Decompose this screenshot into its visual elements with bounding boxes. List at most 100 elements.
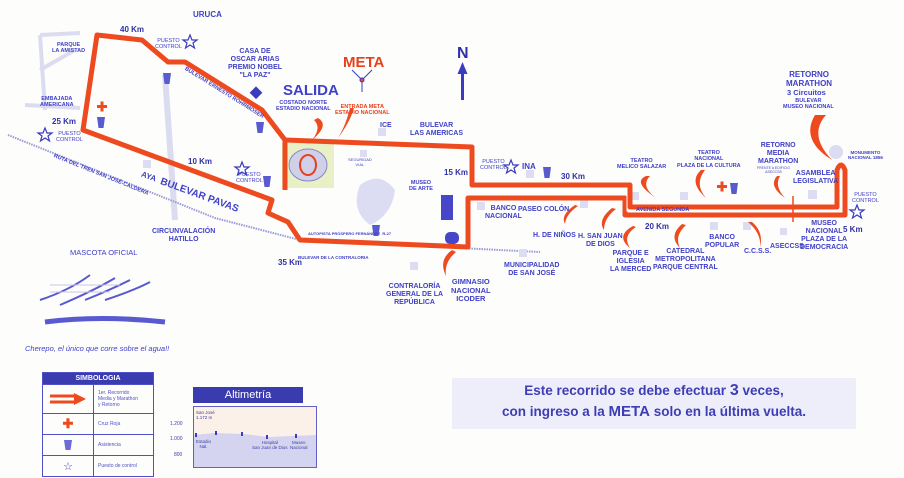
building-cluster bbox=[441, 195, 459, 244]
legend-title: SIMBOLOGIA bbox=[43, 373, 153, 384]
north-arrow-icon bbox=[457, 62, 468, 100]
star-icon bbox=[36, 33, 866, 220]
legend-label: Cruz Roja bbox=[98, 421, 121, 427]
label-contraloria: CONTRALORÍA GENERAL DE LA REPÚBLICA bbox=[386, 283, 444, 307]
label-museo-nacional: MUSEO NACIONAL PLAZA DE LA DEMOCRACIA bbox=[800, 220, 849, 252]
profile-point: Museo Nacional bbox=[290, 440, 308, 450]
street-bulevar-contraloria: BULEVAR DE LA CONTRALORIA bbox=[298, 255, 369, 260]
legend-item: ☆ Puesto de control bbox=[43, 455, 153, 476]
label-hospital-ninos: H. DE NIÑOS bbox=[533, 232, 576, 239]
km-15: 15 Km bbox=[444, 168, 469, 177]
label-teatro-nacional: TEATRO NACIONAL PLAZA DE LA CULTURA bbox=[677, 150, 741, 169]
street-autopista-r27: AUTOPISTA PRÓSPERO FERNÁNDEZ R-27 bbox=[308, 231, 392, 236]
msg-pre: Este recorrido se debe efectuar bbox=[524, 383, 730, 398]
label-parque-la-amistad: PARQUE LA AMISTAD bbox=[52, 42, 86, 55]
label-ice: ICE bbox=[380, 122, 392, 129]
legend-item: ✚ Cruz Roja bbox=[43, 413, 153, 434]
msg-times: 3 bbox=[729, 382, 739, 399]
callout-arrows bbox=[312, 108, 832, 276]
mascot-illustration bbox=[39, 274, 166, 325]
estadio-nacional bbox=[282, 143, 334, 188]
label-ina: INA bbox=[522, 162, 536, 171]
north-label: N bbox=[457, 45, 469, 62]
km-35: 35 Km bbox=[278, 258, 303, 267]
km-40: 40 Km bbox=[120, 25, 145, 34]
street-avenida-segunda: AVENIDA SEGUNDA bbox=[636, 207, 690, 213]
label-uruca: URUCA bbox=[193, 10, 222, 19]
label-circunvalacion: CIRCUNVALACIÓN HATILLO bbox=[152, 228, 216, 244]
water-cup-icon bbox=[64, 440, 72, 450]
route-instructions: Este recorrido se debe efectuar 3 veces,… bbox=[452, 378, 856, 429]
landmark-blocks bbox=[143, 128, 843, 270]
route-arrow-icon bbox=[50, 393, 86, 405]
label-hospital-san-juan: H. SAN JUAN DE DIOS bbox=[578, 233, 623, 249]
elevation-profile bbox=[194, 431, 316, 467]
checkpoint-label: PUESTO CONTROL bbox=[155, 38, 182, 51]
label-aseccss: ASECCSS bbox=[770, 243, 804, 250]
label-salida-location: COSTADO NORTE ESTADIO NACIONAL bbox=[276, 100, 331, 113]
label-teatro-melico: TEATRO MELICO SALAZAR bbox=[617, 158, 667, 171]
legend-simbologia: SIMBOLOGIA 1er. Recorrido Media y Marath… bbox=[42, 372, 154, 477]
km-5: 5 Km bbox=[843, 225, 863, 234]
altimetry-plot: San José 1.172 m Estadio Nal. Hospital S… bbox=[193, 406, 317, 468]
label-3-circuitos: 3 Circuitos bbox=[787, 88, 826, 97]
altimetry-panel: Altimetría 1.200 1.000 800 San José 1.17… bbox=[170, 387, 317, 468]
label-retorno-media-location: FRENTE A EDIFICIO ASECCSS bbox=[757, 166, 791, 175]
checkpoint-label: PUESTO CONTROL bbox=[56, 131, 83, 144]
label-municipalidad: MUNICIPALIDAD DE SAN JOSÉ bbox=[504, 262, 560, 278]
y-tick: 1.200 bbox=[170, 421, 183, 427]
street-paseo-colon: PASEO COLÓN bbox=[518, 206, 570, 213]
label-la-merced: PARQUE E IGLESIA LA MERCED bbox=[610, 250, 652, 274]
legend-item: Asistencia bbox=[43, 434, 153, 455]
checkpoint-label: PUESTO CONTROL bbox=[236, 172, 263, 185]
label-catedral: CATEDRAL METROPOLITANA PARQUE CENTRAL bbox=[653, 248, 718, 272]
label-bulevar-museo-nacional: BULEVAR MUSEO NACIONAL bbox=[783, 98, 834, 111]
profile-point: Estadio Nal. bbox=[196, 439, 212, 449]
label-gimnasio-nacional: GIMNASIO NACIONAL ICODER bbox=[451, 277, 491, 304]
star-icon: ☆ bbox=[63, 460, 73, 473]
meta-finish-icon bbox=[351, 69, 373, 92]
legend-item: 1er. Recorrido Media y Marathon y Retorn… bbox=[43, 384, 153, 413]
label-monumento-nacional: MONUMENTO NACIONAL 1856 bbox=[848, 150, 883, 161]
km-10: 10 Km bbox=[188, 157, 213, 166]
km-30: 30 Km bbox=[561, 172, 586, 181]
msg-mid: veces, con ingreso a la bbox=[502, 383, 784, 419]
km-25: 25 Km bbox=[52, 117, 77, 126]
label-mascota-oficial: MASCOTA OFICIAL bbox=[70, 248, 138, 257]
msg-meta: META bbox=[608, 402, 650, 420]
peak-label: San José 1.172 m bbox=[196, 410, 215, 420]
label-retorno-marathon: RETORNO MARATHON bbox=[786, 70, 833, 89]
red-cross-icon: ✚ bbox=[62, 416, 74, 431]
y-tick: 1.000 bbox=[170, 436, 183, 442]
y-tick: 800 bbox=[174, 452, 183, 458]
route-inner-line bbox=[472, 190, 841, 212]
label-meta: META bbox=[343, 54, 385, 71]
label-asamblea-legislativa: ASAMBLEA LEGISLATIVA bbox=[793, 170, 839, 186]
profile-point: Hospital San Juan de Dios bbox=[252, 440, 288, 450]
label-entrada-meta: ENTRADA META ESTADIO NACIONAL bbox=[335, 104, 390, 117]
altimetry-title: Altimetría bbox=[193, 387, 303, 403]
label-ccss: C.C.S.S. bbox=[744, 248, 772, 255]
label-salida: SALIDA bbox=[283, 82, 339, 99]
legend-label: 1er. Recorrido Media y Marathon y Retorn… bbox=[98, 390, 139, 408]
msg-post: solo en la última vuelta. bbox=[649, 403, 806, 419]
label-retorno-media-marathon: RETORNO MEDIA MARATHON bbox=[758, 142, 799, 166]
background-streets bbox=[24, 31, 178, 221]
legend-label: Asistencia bbox=[98, 442, 121, 448]
label-museo-de-arte: MUSEO DE ARTE bbox=[409, 180, 433, 193]
oscar-arias-house-icon bbox=[249, 86, 263, 100]
checkpoint-label: PUESTO CONTROL bbox=[480, 159, 507, 172]
label-banco-popular: BANCO POPULAR bbox=[705, 234, 740, 250]
race-route bbox=[80, 32, 848, 250]
legend-label: Puesto de control bbox=[98, 463, 137, 469]
label-banco-nacional: BANCO NACIONAL bbox=[485, 205, 522, 221]
water-cup-icon bbox=[97, 73, 738, 236]
mascot-caption: Cherepo, el único que corre sobre el agu… bbox=[25, 344, 170, 353]
km-20: 20 Km bbox=[645, 222, 670, 231]
label-embajada-americana: EMBAJADA AMERICANA bbox=[40, 96, 74, 109]
label-seguridad-vial: SEGURIDAD VIAL bbox=[348, 157, 372, 167]
street-bulevar-las-americas: BULEVAR LAS AMERICAS bbox=[410, 122, 464, 138]
railway-line bbox=[7, 134, 541, 253]
red-cross-icon bbox=[97, 101, 727, 192]
